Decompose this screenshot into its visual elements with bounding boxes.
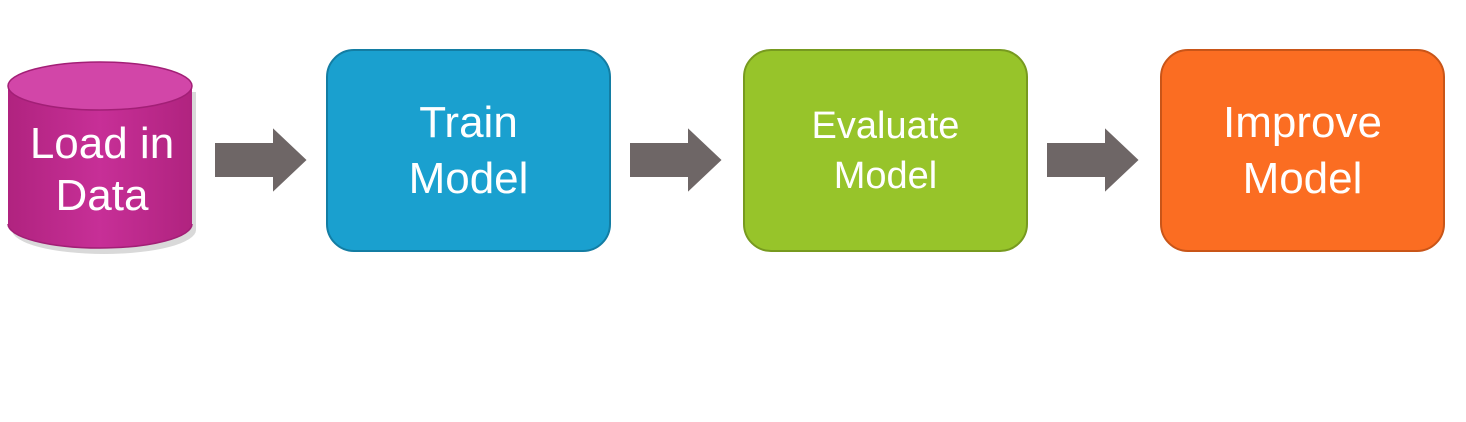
improve-model-step: Improve Model: [1160, 49, 1445, 252]
train-model-step: Train Model: [326, 49, 611, 252]
evaluate-model-label: Evaluate Model: [811, 104, 960, 197]
evaluate-model-step: Evaluate Model: [743, 49, 1028, 252]
arrow-right-icon: [628, 124, 725, 196]
arrow-right-icon: [1045, 124, 1142, 196]
arrow-right-icon: [213, 124, 310, 196]
improve-model-label: Improve Model: [1223, 97, 1382, 203]
database-cylinder-icon: [7, 61, 196, 254]
load-data-label: Load in Data: [29, 119, 175, 220]
train-model-label: Train Model: [408, 97, 529, 203]
